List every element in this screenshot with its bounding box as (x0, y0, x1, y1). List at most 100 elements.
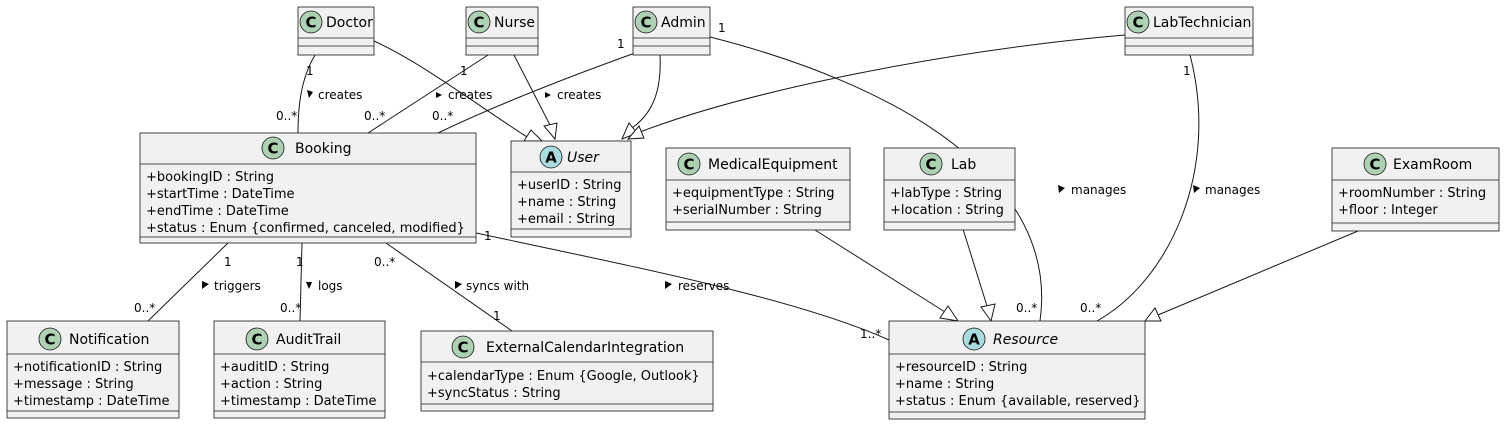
class-booking-attr-1: +bookingID : String (146, 170, 274, 185)
class-doctor[interactable]: C Doctor (297, 6, 375, 56)
admin-booking-direction-icon (545, 92, 551, 98)
class-resource-attr-2: +name : String (895, 377, 994, 392)
class-booking-stereotype-icon (261, 136, 285, 160)
class-lab[interactable]: C Lab +labType : String +location : Stri… (883, 147, 1016, 231)
class-notification-stereotype-icon (38, 327, 62, 351)
admin-user-inheritance-edge (631, 54, 661, 129)
admin-booking-mult-to: 0..* (432, 109, 453, 123)
class-examroom[interactable]: C ExamRoom +roomNumber : String +floor :… (1331, 147, 1500, 232)
class-examroom-attr-1: +roomNumber : String (1338, 186, 1486, 201)
booking-resource-association-edge (475, 232, 890, 341)
booking-resource-direction-icon (665, 281, 672, 289)
class-user-stereotype-icon (539, 145, 563, 169)
class-medicalequipment-stereotype-icon (677, 152, 701, 176)
medequip-resource-inheritance-arrowhead (939, 305, 960, 322)
booking-extcal-association-edge (385, 242, 513, 332)
booking-extcal-mult-from: 0..* (374, 255, 395, 269)
class-audittrail-name: AuditTrail (276, 332, 341, 348)
admin-resource-mult-from: 1 (718, 21, 726, 35)
lab-resource-inheritance-arrowhead (980, 303, 996, 323)
class-doctor-glyph: C (305, 14, 316, 32)
labtech-resource-mult-to: 0..* (1080, 301, 1101, 315)
nurse-user-inheritance-edge (513, 54, 551, 126)
class-resource[interactable]: A Resource +resourceID : String +name : … (888, 320, 1146, 420)
booking-extcal-label: syncs with (466, 279, 529, 293)
labtech-resource-direction-icon (1193, 185, 1200, 193)
examroom-resource-inheritance-edge (1157, 230, 1359, 316)
class-doctor-name: Doctor (326, 15, 373, 31)
class-lab-name: Lab (951, 157, 976, 173)
admin-resource-direction-icon (1058, 185, 1065, 193)
class-audittrail-attr-2: +action : String (220, 377, 322, 392)
class-resource-stereotype-icon (962, 327, 986, 351)
class-lab-attr-2: +location : String (890, 203, 1004, 218)
doctor-booking-association-edge (297, 54, 316, 134)
class-audittrail-stereotype-icon (245, 327, 269, 351)
class-user-attr-1: +userID : String (517, 178, 622, 193)
class-externalcalendarintegration-attr-1: +calendarType : Enum {Google, Outlook} (427, 369, 700, 384)
booking-notification-direction-icon (202, 281, 209, 289)
admin-booking-association-edge (437, 52, 636, 134)
doctor-booking-mult-to: 0..* (276, 109, 297, 123)
class-booking-attr-4: +status : Enum {confirmed, canceled, mod… (146, 221, 465, 236)
class-labtechnician-stereotype-icon (1126, 10, 1150, 34)
class-notification[interactable]: C Notification +notificationID : String … (6, 320, 180, 419)
class-externalcalendarintegration-glyph: C (457, 339, 468, 357)
labtech-user-inheritance-edge (639, 34, 1126, 133)
booking-audittrail-label: logs (318, 279, 343, 293)
class-examroom-stereotype-icon (1363, 152, 1387, 176)
class-user-glyph: A (545, 149, 557, 167)
booking-audittrail-mult-from: 1 (296, 255, 304, 269)
class-audittrail-box (213, 320, 386, 419)
class-resource-glyph: A (968, 331, 980, 349)
class-lab-box (883, 147, 1016, 231)
class-booking[interactable]: C Booking +bookingID : String +startTime… (139, 132, 477, 244)
class-booking-box (139, 132, 477, 244)
nurse-booking-association-edge (367, 54, 489, 134)
class-medicalequipment-glyph: C (683, 156, 694, 174)
doctor-booking-mult-from: 1 (306, 64, 314, 78)
class-nurse-stereotype-icon (467, 10, 491, 34)
booking-audittrail-association-edge (299, 242, 303, 322)
class-notification-name: Notification (69, 332, 149, 348)
admin-resource-mult-to: 0..* (1016, 301, 1037, 315)
class-lab-stereotype-icon (919, 152, 943, 176)
class-nurse-name: Nurse (494, 15, 535, 31)
labtech-resource-association-edge (1096, 54, 1200, 322)
class-audittrail-glyph: C (251, 331, 262, 349)
class-user-name: User (567, 150, 600, 166)
class-nurse[interactable]: C Nurse (465, 6, 539, 56)
nurse-booking-mult-from: 1 (460, 64, 468, 78)
class-examroom-glyph: C (1369, 156, 1380, 174)
class-medicalequipment-name: MedicalEquipment (708, 157, 838, 173)
class-audittrail-attr-1: +auditID : String (220, 360, 329, 375)
class-medicalequipment-attr-2: +serialNumber : String (672, 203, 822, 218)
class-audittrail-attr-3: +timestamp : DateTime (220, 394, 377, 409)
class-user[interactable]: A User +userID : String +name : String +… (510, 140, 632, 238)
class-resource-name: Resource (993, 332, 1058, 348)
medequip-resource-inheritance-edge (814, 229, 946, 313)
class-admin-glyph: C (640, 14, 651, 32)
class-nurse-glyph: C (473, 14, 484, 32)
booking-audittrail-mult-to: 0..* (280, 301, 301, 315)
class-user-box (510, 140, 632, 238)
class-notification-attr-3: +timestamp : DateTime (13, 394, 170, 409)
booking-extcal-mult-to: 1 (493, 309, 501, 323)
class-externalcalendarintegration[interactable]: C ExternalCalendarIntegration +calendarT… (420, 330, 714, 412)
booking-notification-mult-from: 1 (224, 255, 232, 269)
admin-booking-mult-from: 1 (617, 37, 625, 51)
class-audittrail[interactable]: C AuditTrail +auditID : String +action :… (213, 320, 386, 419)
booking-notification-label: triggers (214, 279, 261, 293)
class-labtechnician-glyph: C (1132, 14, 1143, 32)
nurse-user-inheritance-arrowhead (543, 122, 558, 141)
class-booking-attr-2: +startTime : DateTime (146, 187, 295, 202)
class-examroom-box (1331, 147, 1500, 232)
booking-audittrail-direction-icon (306, 282, 312, 289)
class-admin[interactable]: C Admin (632, 6, 711, 56)
class-user-attr-2: +name : String (517, 195, 616, 210)
class-examroom-name: ExamRoom (1393, 157, 1472, 173)
class-medicalequipment[interactable]: C MedicalEquipment +equipmentType : Stri… (665, 147, 851, 231)
class-admin-stereotype-icon (634, 10, 658, 34)
class-notification-box (6, 320, 180, 419)
class-labtechnician[interactable]: C LabTechnician (1124, 6, 1254, 56)
